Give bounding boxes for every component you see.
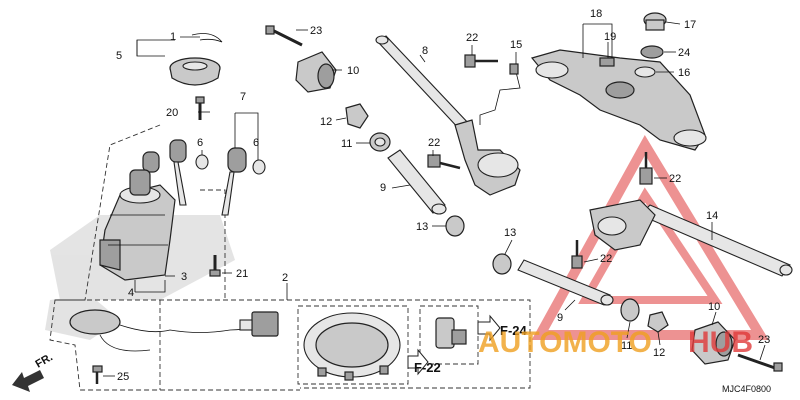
- callout-5: 5: [116, 50, 122, 62]
- callout-13b: 13: [504, 227, 516, 239]
- wiring-harness: [69, 309, 279, 352]
- watermark-text-b: HUB: [688, 326, 753, 359]
- callout-10b: 10: [708, 301, 720, 313]
- part-15-bracket: [479, 63, 521, 125]
- callout-11a: 11: [341, 138, 352, 150]
- ignition-switch-body: [99, 169, 176, 281]
- part-22-bolt-b: [427, 154, 461, 170]
- part-23-bolt-top: [265, 25, 303, 47]
- part-13-nut-top: [445, 215, 465, 237]
- part-16-washer: [634, 66, 656, 78]
- callout-13a: 13: [416, 221, 428, 233]
- front-marker-label: FR.: [34, 351, 55, 370]
- callout-11b: 11: [621, 340, 632, 352]
- ref-f24: F-24: [477, 314, 528, 342]
- callout-21: 21: [236, 268, 248, 280]
- callout-2: 2: [282, 272, 288, 284]
- part-22-bolt-a: [464, 54, 498, 68]
- part-23-bolt-bottom: [737, 353, 783, 372]
- part-22-bolt-c: [639, 152, 653, 185]
- part-f22-plate: [303, 312, 401, 381]
- callout-22a: 22: [466, 32, 478, 44]
- callouts: 1 2 3 4 5 6 6 7 8 9 9 10 10 11 11 12 12 …: [116, 8, 770, 383]
- callout-20: 20: [166, 107, 178, 119]
- part-20-bolt: [195, 96, 205, 120]
- diagram-code: MJC4F0800: [722, 384, 771, 394]
- part-14-handlebar: [589, 199, 793, 277]
- part-1-clip: [191, 33, 223, 43]
- callout-19: 19: [604, 31, 616, 43]
- callout-15: 15: [510, 39, 522, 51]
- part-11-collar-top: [369, 132, 391, 152]
- callout-16: 16: [678, 67, 690, 79]
- part-11-collar-bottom: [620, 298, 640, 322]
- part-22-bolt-d: [571, 240, 583, 269]
- callout-14: 14: [706, 210, 718, 222]
- callout-4: 4: [128, 287, 134, 299]
- part-12-clip-top: [345, 103, 369, 129]
- callout-22c: 22: [669, 173, 681, 185]
- callout-24: 24: [678, 47, 690, 59]
- watermark-text: AUTOMOTO HUB: [478, 326, 753, 359]
- part-24-nut: [640, 45, 664, 59]
- part-8-handlebar: [375, 35, 521, 196]
- callout-7: 7: [240, 91, 246, 103]
- front-marker: FR.: [12, 351, 55, 392]
- part-9-tube-top: [387, 149, 447, 215]
- callout-3: 3: [181, 271, 187, 283]
- part-7-key-set: [142, 139, 247, 216]
- part-13-nut-bottom: [492, 253, 512, 275]
- callout-12b: 12: [653, 347, 665, 359]
- callout-23a: 23: [310, 25, 322, 37]
- callout-6a: 6: [197, 137, 203, 149]
- part-5-cap: [169, 57, 221, 86]
- ref-f24-label: F-24: [500, 323, 528, 338]
- watermark-text-a: AUTOMOTO: [478, 326, 652, 359]
- callout-18: 18: [590, 8, 602, 20]
- callout-10a: 10: [347, 65, 359, 77]
- part-9-tube-bottom: [517, 259, 614, 306]
- callout-25: 25: [117, 371, 129, 383]
- ref-f22: F-22: [407, 348, 441, 376]
- callout-1: 1: [170, 31, 176, 43]
- callout-12a: 12: [320, 116, 332, 128]
- part-10-weight-top: [295, 51, 337, 93]
- part-f24-lock: [435, 317, 467, 349]
- part-6-oring-a: [195, 154, 209, 170]
- part-17-cap: [643, 12, 667, 31]
- part-10-weight-bottom: [691, 321, 736, 365]
- callout-22d: 22: [600, 253, 612, 265]
- callout-6b: 6: [253, 137, 259, 149]
- callout-23b: 23: [758, 334, 770, 346]
- part-21-bolt: [209, 255, 221, 277]
- group-outlines: [49, 124, 531, 391]
- ref-f22-label: F-22: [414, 360, 441, 375]
- callout-22b: 22: [428, 137, 440, 149]
- part-12-clip-bottom: [647, 311, 669, 333]
- callout-17: 17: [684, 19, 696, 31]
- part-25-screw: [92, 365, 103, 384]
- part-18-top-bridge: [530, 49, 707, 151]
- part-6-oring-b: [252, 159, 266, 175]
- callout-9b: 9: [557, 312, 563, 324]
- leader-lines: [103, 21, 766, 377]
- callout-8: 8: [422, 45, 428, 57]
- callout-9a: 9: [380, 182, 386, 194]
